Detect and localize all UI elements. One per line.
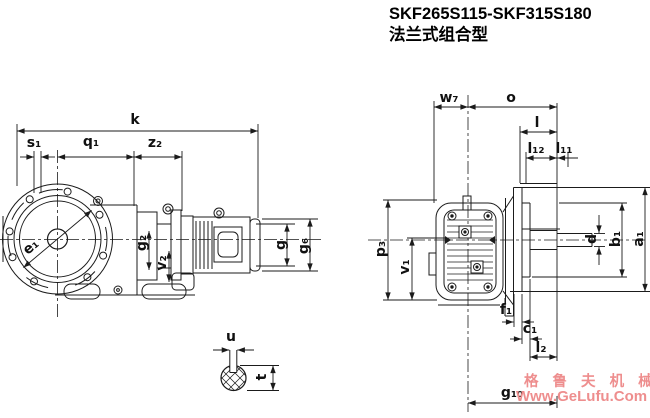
type-name: 法兰式组合型 <box>389 25 488 44</box>
watermark-company: 格 鲁 夫 机 械 <box>524 374 650 390</box>
dim-label-a1: a₁ <box>631 231 647 247</box>
page-title: SKF265S115-SKF315S180 法兰式组合型 <box>389 4 592 45</box>
dim-label-u: u <box>226 329 236 345</box>
dim-label-g10: g₁₀ <box>500 385 524 401</box>
dim-label-o: o <box>506 90 516 106</box>
gearbox-housing-side <box>428 195 504 306</box>
dim-label-l: l <box>534 115 540 131</box>
motor-front <box>162 203 261 274</box>
dim-label-t: t <box>254 373 270 381</box>
dim-label-g: g <box>273 239 289 251</box>
gearbox-housing-front <box>55 196 195 300</box>
dim-label-d: d <box>584 233 600 245</box>
model-range: SKF265S115-SKF315S180 <box>389 5 592 23</box>
dim-label-g6: g₆ <box>296 237 312 255</box>
output-flange-face <box>2 183 113 295</box>
front-view-drawing <box>0 124 322 318</box>
dim-label-g2: g₂ <box>134 234 150 252</box>
dim-label-k: k <box>130 112 140 128</box>
dim-label-l2: l₂ <box>535 340 547 356</box>
dim-label-p3: p₃ <box>373 240 389 258</box>
watermark-website: Www.GeLufu.Com <box>516 388 648 405</box>
shaft-keyway-detail <box>213 347 279 392</box>
dim-label-q1: q₁ <box>82 134 100 150</box>
side-view-drawing <box>368 95 650 412</box>
output-flange-side <box>502 103 650 361</box>
dim-label-v1: v₁ <box>397 259 413 275</box>
dim-label-v2: v₂ <box>154 255 170 271</box>
dim-label-l11: l₁₁ <box>555 141 573 157</box>
dim-label-c1: c₁ <box>522 321 538 337</box>
dim-label-f1: f₁ <box>499 302 513 318</box>
dim-label-z2: z₂ <box>147 135 163 151</box>
dim-label-l12: l₁₂ <box>527 141 545 157</box>
dim-label-w7: w₇ <box>439 90 459 106</box>
dim-label-b1: b₁ <box>608 230 624 248</box>
dim-label-s1: s₁ <box>26 135 42 151</box>
